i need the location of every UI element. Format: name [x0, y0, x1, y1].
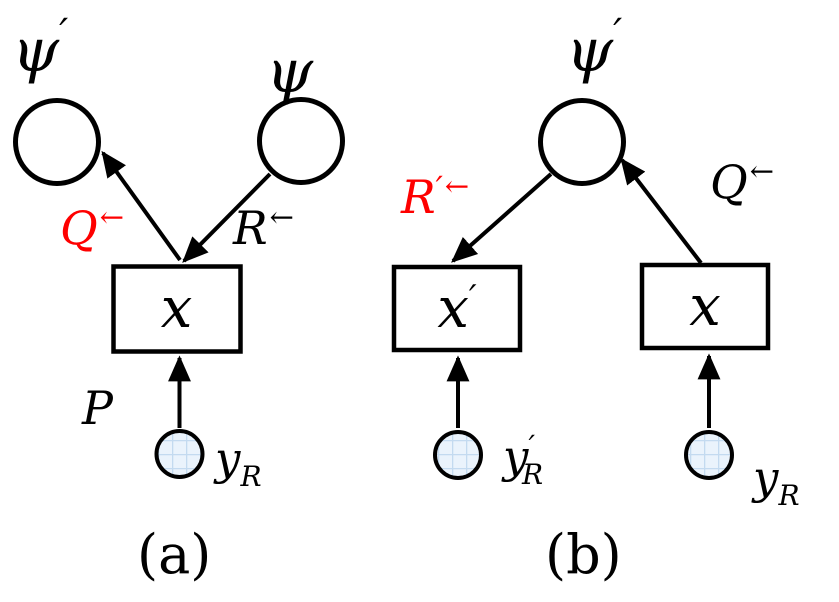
variable-box-x-prime-b — [391, 264, 523, 353]
observed-label-y-r-b: yR — [753, 455, 800, 510]
x-symbol: x — [689, 274, 721, 339]
backward-arrow-superscript-icon: ← — [444, 169, 470, 203]
panel-a-caption: (a) — [137, 523, 212, 586]
y-symbol: y — [753, 451, 779, 504]
label-psi-prime-a: ψ′ — [12, 14, 68, 81]
observed-node-y-r-a — [154, 429, 205, 479]
observed-node-y-prime-r-b — [433, 430, 483, 480]
y-symbol: y — [503, 430, 529, 483]
backward-arrow-superscript-icon: ← — [99, 200, 125, 234]
variable-box-x-a — [111, 264, 243, 354]
backward-arrow-superscript-icon: ← — [749, 154, 775, 188]
p-symbol: P — [82, 381, 113, 435]
observed-node-y-r-b — [684, 430, 734, 480]
edge-label-q-backward-a: Q← — [60, 200, 125, 252]
variable-box-x-b — [639, 262, 771, 351]
latent-node-psi-a — [257, 97, 345, 185]
box-label-inner: x — [689, 274, 721, 339]
psi-symbol: ψ — [12, 16, 60, 86]
label-psi-a: ψ — [266, 42, 313, 102]
r-symbol: R — [401, 170, 436, 224]
prime-mark: ′ — [468, 278, 477, 318]
r-subscript: R — [778, 479, 800, 512]
box-label-inner: x — [161, 276, 193, 341]
r-subscript: R — [240, 460, 262, 493]
r-subscript: R — [522, 458, 544, 491]
psi-symbol: ψ — [266, 37, 314, 107]
edge-label-p-a: P — [82, 385, 113, 431]
edge-arrow-r-backward-a — [182, 172, 272, 263]
box-label-x-prime-b: x′ — [394, 267, 520, 350]
y-symbol: y — [215, 432, 241, 485]
backward-arrow-superscript-icon: ← — [269, 200, 294, 234]
label-psi-prime-b: ψ′ — [566, 14, 622, 81]
box-label-x-a: x — [113, 266, 240, 351]
box-label-x-b: x — [642, 265, 768, 348]
prime-mark: ′ — [59, 11, 69, 57]
observed-label-y-r-a: yR — [215, 436, 262, 491]
x-symbol: x — [160, 276, 193, 341]
psi-symbol: ψ — [566, 16, 614, 86]
edge-label-q-backward-b: Q← — [710, 154, 775, 206]
edge-arrow-q-backward-b — [620, 157, 703, 265]
edge-label-r-backward-a: R← — [233, 200, 294, 252]
prime-mark: ′ — [528, 429, 536, 463]
latent-node-psi-prime-b — [538, 98, 626, 186]
latent-node-psi-prime-a — [13, 98, 101, 186]
observed-label-y-prime-r-b: y′R — [503, 432, 543, 489]
edge-label-r-prime-backward-b: R′← — [401, 169, 470, 221]
q-symbol: Q — [60, 201, 98, 255]
prime-mark: ′ — [613, 11, 623, 57]
q-symbol: Q — [710, 155, 748, 209]
edge-arrow-q-backward-a — [101, 150, 182, 262]
prime-mark: ′ — [435, 169, 443, 207]
x-symbol: x — [437, 276, 469, 341]
edge-arrow-r-prime-backward-b — [451, 172, 553, 263]
box-label-inner: x′ — [437, 276, 476, 341]
r-symbol: R — [233, 201, 268, 255]
panel-b-caption: (b) — [545, 523, 622, 586]
